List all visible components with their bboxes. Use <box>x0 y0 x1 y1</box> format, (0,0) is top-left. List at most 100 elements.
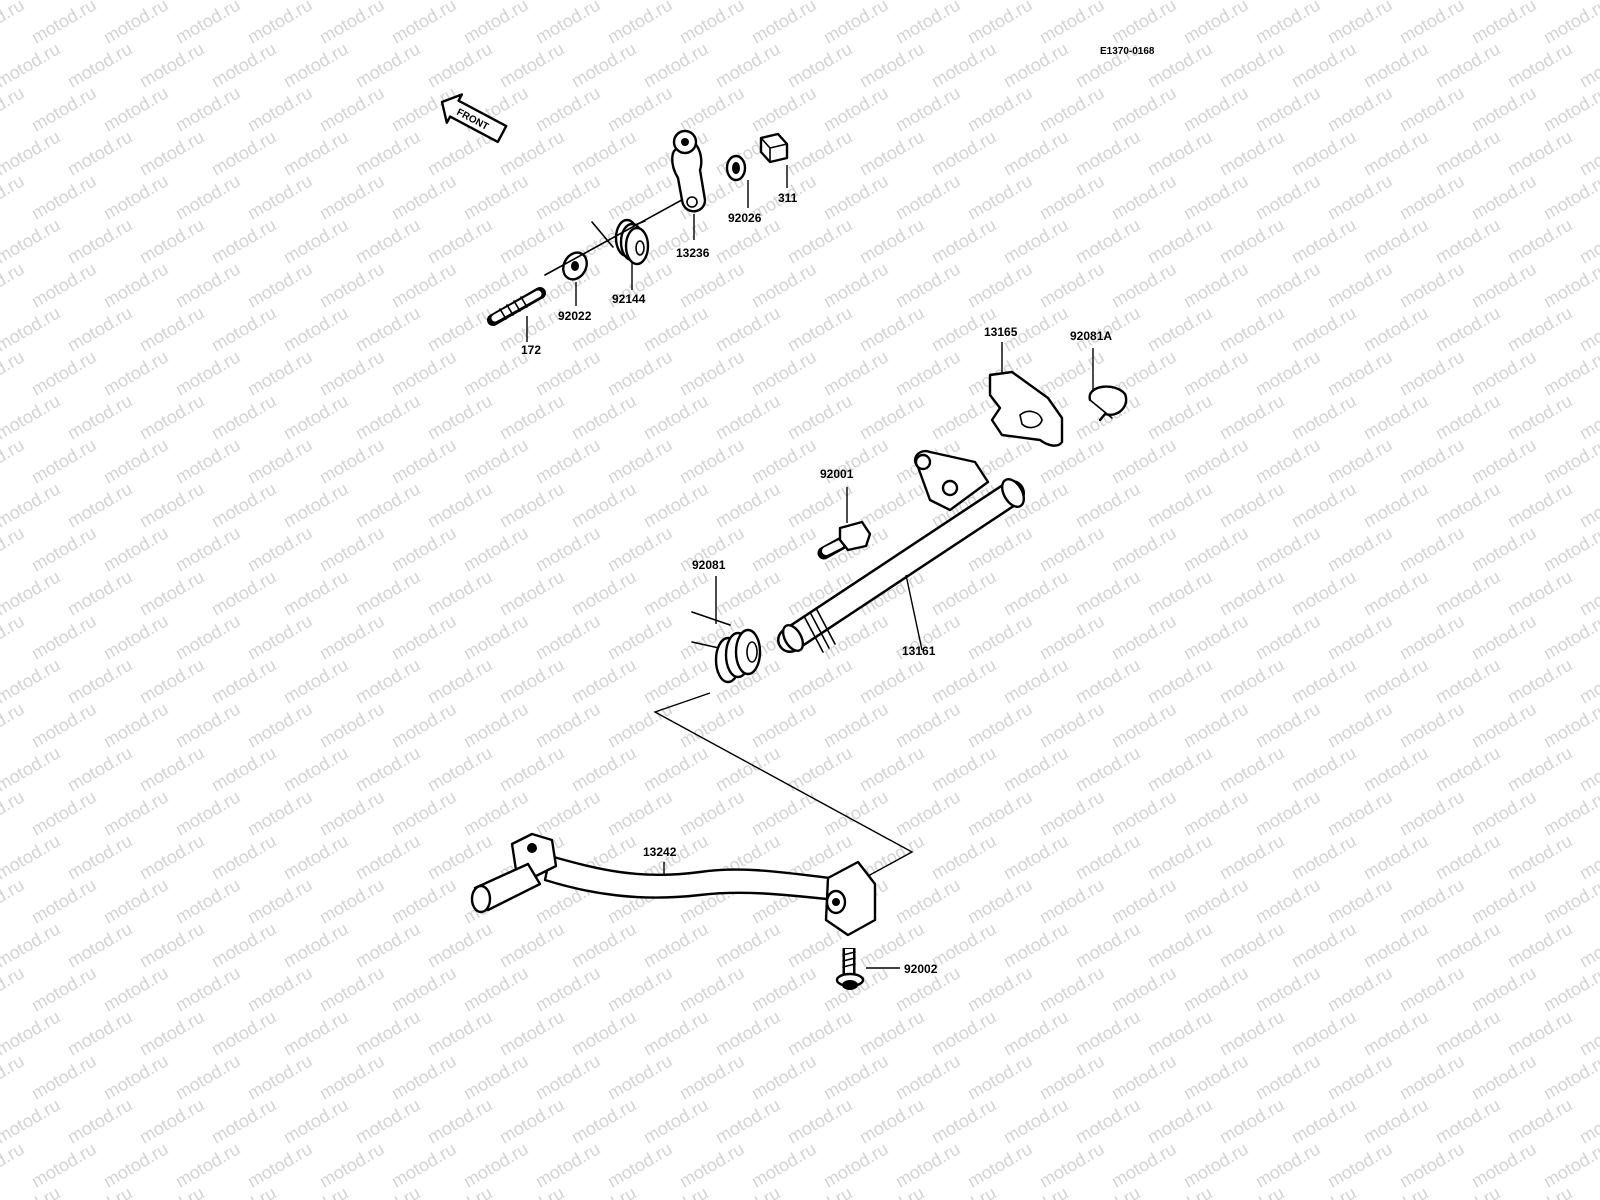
watermark-text: motod.ru <box>136 391 208 444</box>
watermark-text: motod.ru <box>1072 919 1144 972</box>
watermark-text: motod.ru <box>424 1095 496 1148</box>
watermark-text: motod.ru <box>748 1139 820 1192</box>
watermark-text: motod.ru <box>1504 831 1576 884</box>
watermark-text: motod.ru <box>316 0 388 47</box>
watermark-text: motod.ru <box>1144 567 1216 620</box>
watermark-text: motod.ru <box>1324 83 1396 136</box>
label-172: 172 <box>521 343 541 357</box>
watermark-text: motod.ru <box>316 83 388 136</box>
watermark-text: motod.ru <box>1396 1139 1468 1192</box>
watermark-text: motod.ru <box>928 215 1000 268</box>
watermark-text: motod.ru <box>712 1183 784 1200</box>
watermark-text: motod.ru <box>172 523 244 576</box>
watermark-text: motod.ru <box>604 1139 676 1192</box>
watermark-text: motod.ru <box>64 1183 136 1200</box>
watermark-text: motod.ru <box>1036 83 1108 136</box>
watermark-text: motod.ru <box>100 259 172 312</box>
watermark-text: motod.ru <box>424 567 496 620</box>
watermark-text: motod.ru <box>208 567 280 620</box>
watermark-text: motod.ru <box>676 259 748 312</box>
watermark-text: motod.ru <box>136 39 208 92</box>
part-92081a-clip <box>1088 385 1128 422</box>
watermark-text: motod.ru <box>1468 875 1540 928</box>
watermark-text: motod.ru <box>1396 171 1468 224</box>
watermark-text: motod.ru <box>1540 171 1600 224</box>
watermark-text: motod.ru <box>1324 611 1396 664</box>
watermark-text: motod.ru <box>892 347 964 400</box>
watermark-text: motod.ru <box>820 1051 892 1104</box>
watermark-text: motod.ru <box>0 567 64 620</box>
watermark-text: motod.ru <box>100 0 172 47</box>
watermark-text: motod.ru <box>1324 699 1396 752</box>
watermark-text: motod.ru <box>532 787 604 840</box>
watermark-text: motod.ru <box>64 391 136 444</box>
watermark-text: motod.ru <box>856 655 928 708</box>
watermark-text: motod.ru <box>964 171 1036 224</box>
watermark-text: motod.ru <box>820 699 892 752</box>
watermark-text: motod.ru <box>532 1051 604 1104</box>
watermark-text: motod.ru <box>496 919 568 972</box>
watermark-text: motod.ru <box>0 1183 64 1200</box>
watermark-text: motod.ru <box>352 1007 424 1060</box>
watermark-text: motod.ru <box>1432 1095 1504 1148</box>
watermark-text: motod.ru <box>460 699 532 752</box>
watermark-text: motod.ru <box>1504 391 1576 444</box>
watermark-text: motod.ru <box>172 171 244 224</box>
watermark-text: motod.ru <box>1216 1007 1288 1060</box>
label-13236: 13236 <box>676 246 710 260</box>
watermark-text: motod.ru <box>172 347 244 400</box>
watermark-text: motod.ru <box>1252 1139 1324 1192</box>
watermark-text: motod.ru <box>100 611 172 664</box>
watermark-text: motod.ru <box>820 0 892 47</box>
watermark-text: motod.ru <box>1540 523 1600 576</box>
watermark-text: motod.ru <box>532 1139 604 1192</box>
watermark-text: motod.ru <box>1576 831 1600 884</box>
watermark-text: motod.ru <box>0 1051 28 1104</box>
watermark-text: motod.ru <box>1396 523 1468 576</box>
watermark-text: motod.ru <box>1000 655 1072 708</box>
watermark-text: motod.ru <box>1576 215 1600 268</box>
watermark-text: motod.ru <box>280 919 352 972</box>
watermark-text: motod.ru <box>568 919 640 972</box>
watermark-text: motod.ru <box>100 83 172 136</box>
watermark-text: motod.ru <box>1252 259 1324 312</box>
watermark-text: motod.ru <box>1216 655 1288 708</box>
watermark-text: motod.ru <box>460 963 532 1016</box>
watermark-text: motod.ru <box>784 1095 856 1148</box>
watermark-text: motod.ru <box>676 435 748 488</box>
watermark-text: motod.ru <box>280 39 352 92</box>
part-92144-spring <box>591 218 650 266</box>
watermark-text: motod.ru <box>0 1139 28 1192</box>
watermark-text: motod.ru <box>1108 875 1180 928</box>
watermark-text: motod.ru <box>100 787 172 840</box>
watermark-text: motod.ru <box>136 743 208 796</box>
watermark-text: motod.ru <box>244 963 316 1016</box>
watermark-text: motod.ru <box>1396 1051 1468 1104</box>
watermark-text: motod.ru <box>460 787 532 840</box>
watermark-text: motod.ru <box>1180 435 1252 488</box>
watermark-text: motod.ru <box>208 743 280 796</box>
watermark-text: motod.ru <box>1468 1139 1540 1192</box>
watermark-text: motod.ru <box>1504 127 1576 180</box>
watermark-text: motod.ru <box>1432 479 1504 532</box>
watermark-text: motod.ru <box>1252 347 1324 400</box>
watermark-text: motod.ru <box>316 1051 388 1104</box>
watermark-text: motod.ru <box>928 655 1000 708</box>
watermark-text: motod.ru <box>784 127 856 180</box>
watermark-text: motod.ru <box>280 303 352 356</box>
watermark-text: motod.ru <box>1072 655 1144 708</box>
watermark-text: motod.ru <box>1144 743 1216 796</box>
watermark-text: motod.ru <box>352 127 424 180</box>
watermark-text: motod.ru <box>928 127 1000 180</box>
watermark-text: motod.ru <box>568 743 640 796</box>
watermark-text: motod.ru <box>964 83 1036 136</box>
watermark-text: motod.ru <box>1360 567 1432 620</box>
watermark-text: motod.ru <box>1396 0 1468 47</box>
watermark-text: motod.ru <box>748 435 820 488</box>
watermark-text: motod.ru <box>0 523 28 576</box>
watermark-text: motod.ru <box>172 0 244 47</box>
watermark-text: motod.ru <box>0 171 28 224</box>
watermark-text: motod.ru <box>1000 831 1072 884</box>
watermark-text: motod.ru <box>1324 787 1396 840</box>
watermark-text: motod.ru <box>64 1007 136 1060</box>
